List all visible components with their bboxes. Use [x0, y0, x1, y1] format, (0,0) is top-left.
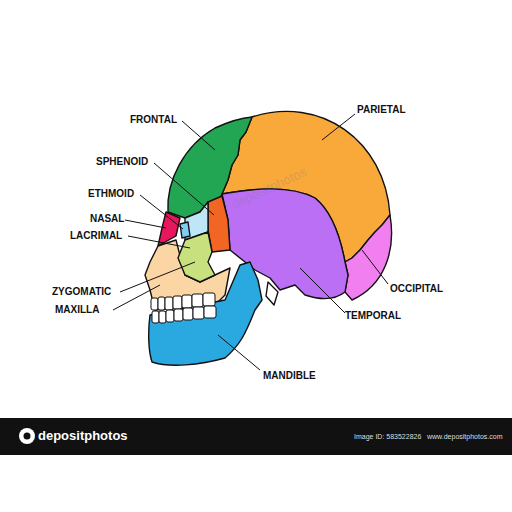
bone-label: PARIETAL	[357, 104, 406, 116]
watermark-logo: depositphotos	[38, 430, 128, 442]
mastoid-process	[266, 282, 278, 305]
ethmoid-bone	[180, 222, 190, 238]
bone-label: ETHMOID	[88, 188, 134, 200]
bone-label: FRONTAL	[130, 114, 177, 126]
footer-band	[0, 418, 512, 455]
bone-label: MAXILLA	[55, 304, 99, 316]
teeth	[151, 293, 216, 323]
zygomatic-bone	[178, 232, 215, 282]
logo-mark-inner	[24, 433, 31, 440]
bone-label: OCCIPITAL	[390, 283, 443, 295]
mandible-bone	[149, 262, 262, 365]
bone-label: MANDIBLE	[263, 370, 316, 382]
leader-lines	[113, 114, 388, 370]
image-id: Image ID: 583522826	[354, 431, 421, 443]
logo-mark	[19, 428, 35, 444]
website: www.depositphotos.com	[427, 431, 502, 443]
occipital-bone	[345, 215, 392, 300]
bone-label: TEMPORAL	[345, 310, 401, 322]
sphenoid-bone	[208, 196, 230, 252]
bone-label: ZYGOMATIC	[52, 286, 111, 298]
bone-label: SPHENOID	[96, 156, 148, 168]
bone-label: LACRIMAL	[70, 230, 122, 242]
bone-label: NASAL	[90, 213, 124, 225]
